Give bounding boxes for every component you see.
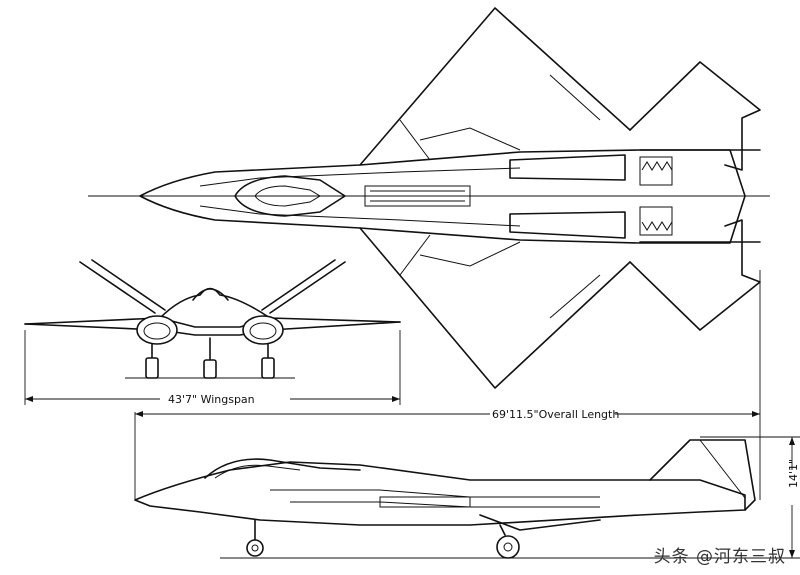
- watermark: 头条 @河东三叔: [653, 547, 786, 567]
- length-label: 69'11.5"Overall Length: [492, 408, 619, 421]
- wingspan-label: 43'7" Wingspan: [168, 393, 255, 406]
- height-dimension: 14'1": [560, 436, 800, 559]
- length-dimension: 69'11.5"Overall Length: [134, 270, 761, 500]
- height-label: 14'1": [787, 459, 800, 488]
- wingspan-dimension: 43'7" Wingspan: [24, 330, 401, 406]
- plan-view: [88, 7, 770, 389]
- side-view: [134, 439, 756, 559]
- front-view: [24, 259, 401, 379]
